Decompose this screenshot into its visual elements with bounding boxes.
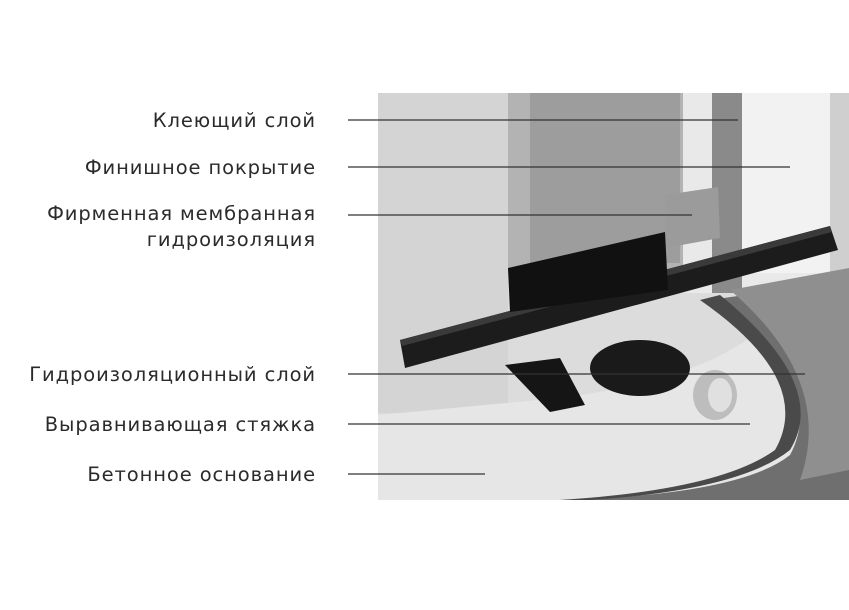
floor-finish-right — [730, 268, 849, 480]
drain-pipe-inner — [708, 378, 732, 412]
membrane-flap — [665, 187, 720, 248]
concrete-base — [378, 300, 849, 500]
label-adhesive-layer: Клеющий слой — [152, 109, 316, 132]
drain-grate-block — [508, 232, 668, 312]
drain-siphon — [590, 340, 690, 396]
wall-left — [378, 93, 508, 413]
drain-funnel — [505, 358, 585, 412]
label-membrane-line2: гидроизоляция — [146, 228, 316, 251]
label-finish-coating: Финишное покрытие — [84, 156, 316, 179]
tile-edge — [830, 93, 849, 273]
label-waterproof-layer: Гидроизоляционный слой — [29, 363, 316, 386]
drain-channel — [400, 226, 838, 368]
label-concrete-base: Бетонное основание — [87, 463, 316, 486]
label-leveling-screed: Выравнивающая стяжка — [44, 413, 316, 436]
label-membrane-line1: Фирменная мембранная — [47, 202, 316, 225]
